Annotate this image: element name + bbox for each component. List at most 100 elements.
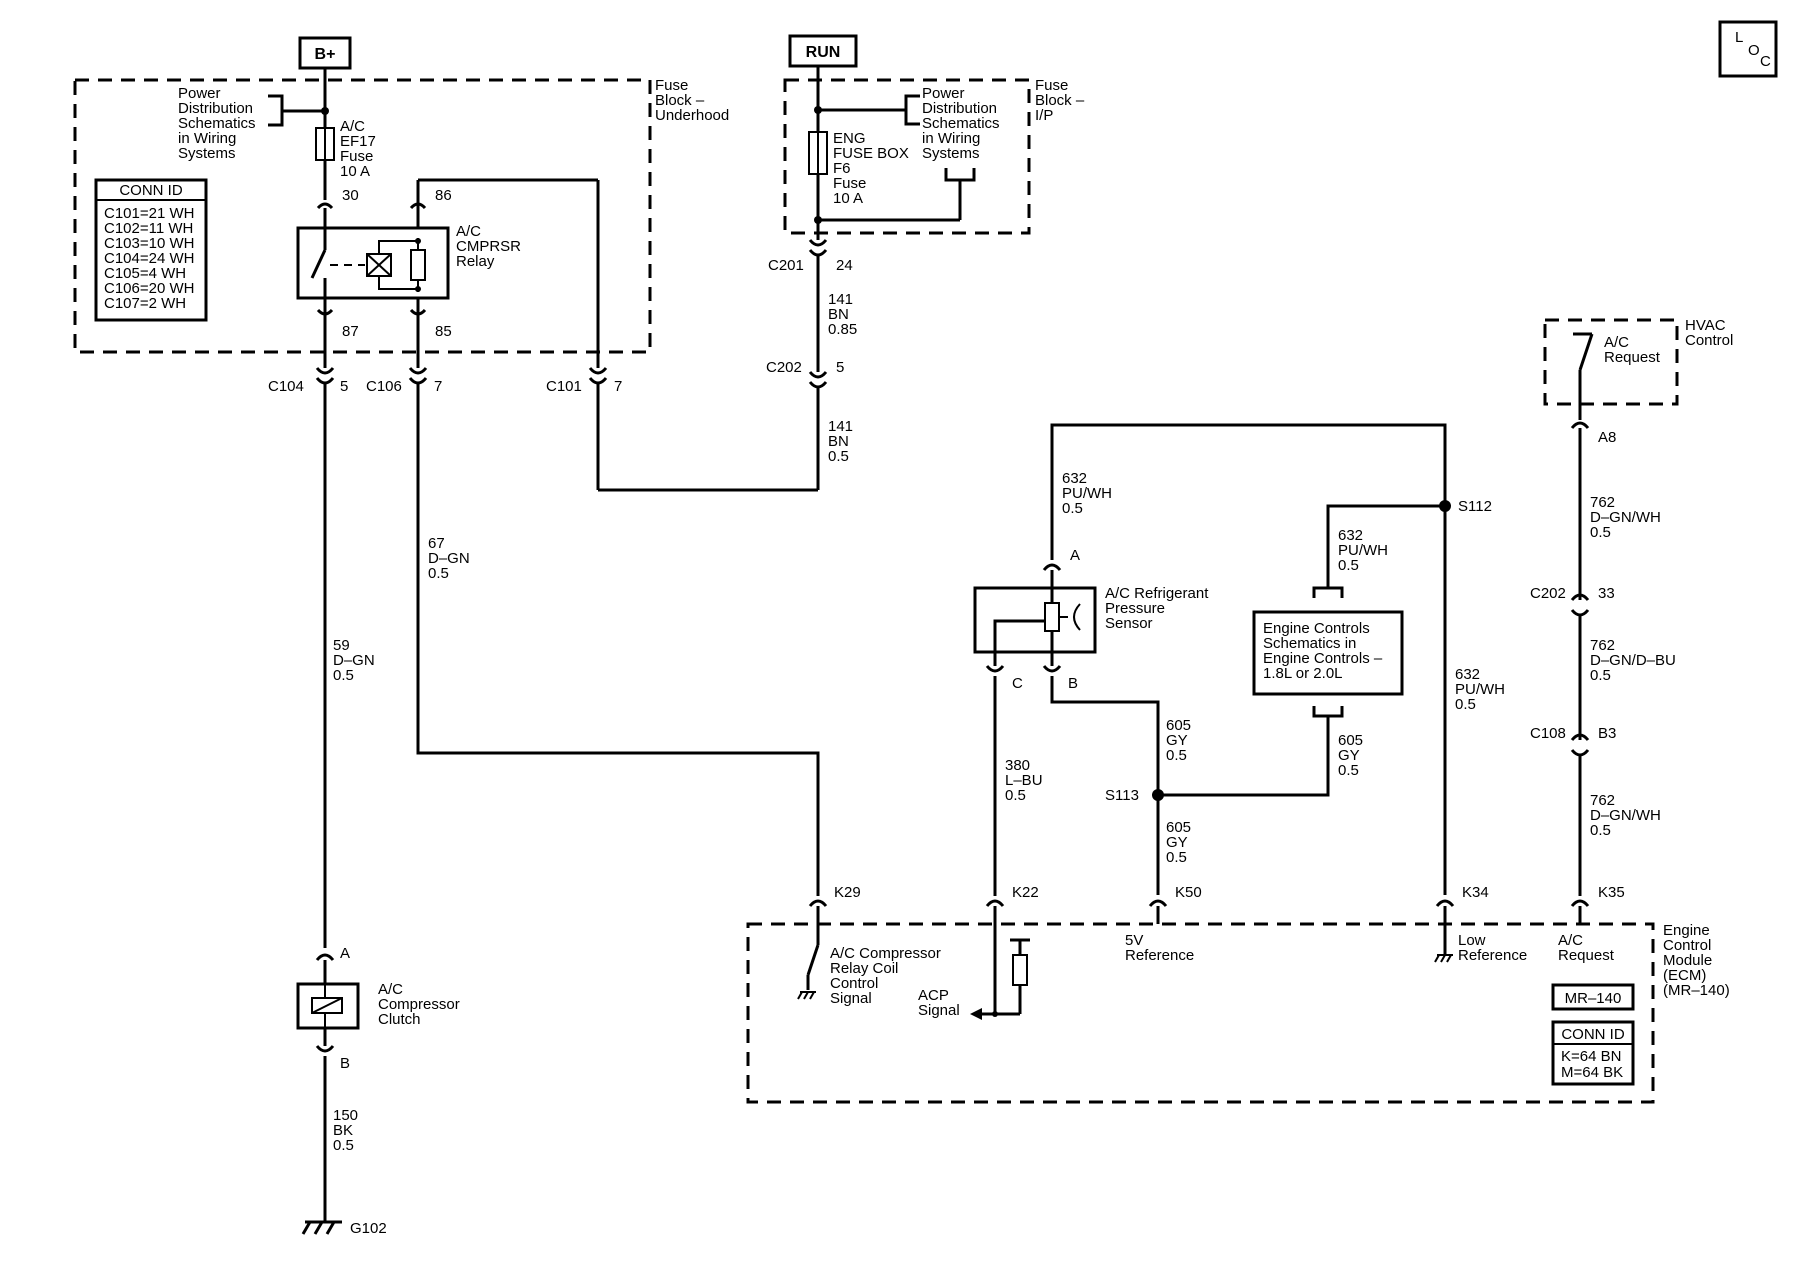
wire-380-lbu: 380 L–BU 0.5 — [1005, 757, 1043, 804]
svg-text:0.5: 0.5 — [1590, 524, 1611, 541]
connector-c108: C108 B3 — [1530, 725, 1616, 757]
wire-59-dgn: 59 D–GN 0.5 — [333, 637, 375, 684]
svg-text:BK: BK — [333, 1122, 353, 1139]
svg-text:Fuse: Fuse — [833, 175, 866, 192]
hvac-control-label: HVAC Control — [1685, 317, 1733, 349]
svg-text:0.5: 0.5 — [333, 667, 354, 684]
svg-text:33: 33 — [1598, 585, 1615, 602]
svg-text:59: 59 — [333, 637, 350, 654]
svg-text:87: 87 — [342, 323, 359, 340]
svg-text:C202: C202 — [766, 359, 802, 376]
ac-compressor-relay: 30 86 A/C CMPRSR Relay 87 85 — [296, 178, 598, 340]
svg-text:Fuse: Fuse — [340, 148, 373, 165]
connector-c202-pin33: C202 33 — [1530, 585, 1615, 617]
svg-text:Block –: Block – — [655, 92, 705, 109]
ecm-relay-coil-control-label: A/C Compressor Relay Coil Control Signal — [830, 945, 941, 1007]
svg-text:A/C: A/C — [456, 223, 481, 240]
ground-g102: G102 — [301, 1220, 387, 1237]
ecm-conn-id-table: CONN ID K=64 BN M=64 BK — [1551, 1020, 1635, 1086]
svg-text:Relay: Relay — [456, 253, 495, 270]
svg-text:380: 380 — [1005, 757, 1030, 774]
pin-k22: K22 — [970, 884, 1039, 1020]
svg-text:B: B — [1068, 675, 1078, 692]
svg-text:in Wiring: in Wiring — [178, 130, 236, 147]
svg-text:C106=20 WH: C106=20 WH — [104, 280, 194, 297]
svg-text:141: 141 — [828, 418, 853, 435]
svg-text:C104: C104 — [268, 378, 304, 395]
svg-text:CONN ID: CONN ID — [1561, 1026, 1625, 1043]
wire-141-bn-085: 141 BN 0.85 — [828, 291, 857, 338]
svg-text:Schematics: Schematics — [922, 115, 1000, 132]
svg-text:EF17: EF17 — [340, 133, 376, 150]
svg-text:Control: Control — [830, 975, 878, 992]
connector-c201: C201 24 — [768, 239, 853, 274]
svg-text:BN: BN — [828, 306, 849, 323]
svg-text:1.8L or 2.0L: 1.8L or 2.0L — [1263, 665, 1343, 682]
svg-text:A/C: A/C — [1604, 334, 1629, 351]
svg-text:0.5: 0.5 — [1005, 787, 1026, 804]
svg-text:Schematics in: Schematics in — [1263, 635, 1356, 652]
connector-c106: C106 7 — [366, 318, 442, 395]
svg-text:0.5: 0.5 — [1062, 500, 1083, 517]
svg-text:GY: GY — [1338, 747, 1360, 764]
svg-text:A/C Refrigerant: A/C Refrigerant — [1105, 585, 1209, 602]
wire-605-gy-c: 605 GY 0.5 — [1166, 819, 1191, 866]
wire-605-gy-b: 605 GY 0.5 — [1338, 732, 1363, 779]
hvac-control-module — [1543, 318, 1679, 406]
wire-150-bk: 150 BK 0.5 — [333, 1107, 358, 1154]
svg-text:A: A — [340, 945, 350, 962]
engine-controls-schematic-ref: Engine Controls Schematics in Engine Con… — [1252, 586, 1404, 718]
svg-text:Control: Control — [1663, 937, 1711, 954]
svg-text:C202: C202 — [1530, 585, 1566, 602]
ecm-module — [746, 922, 1655, 1104]
wire-762-dgnwh-a: 762 D–GN/WH 0.5 — [1590, 494, 1661, 541]
svg-text:A: A — [1070, 547, 1080, 564]
svg-text:I/P: I/P — [1035, 107, 1053, 124]
svg-text:Fuse: Fuse — [655, 77, 688, 94]
svg-text:Underhood: Underhood — [655, 107, 729, 124]
pin-k35: K35 A/C Request — [1558, 884, 1625, 964]
svg-text:BN: BN — [828, 433, 849, 450]
svg-text:141: 141 — [828, 291, 853, 308]
svg-text:MR–140: MR–140 — [1565, 990, 1622, 1007]
fuse-block-ip — [783, 78, 1031, 235]
svg-text:0.5: 0.5 — [1338, 762, 1359, 779]
svg-text:7: 7 — [614, 378, 622, 395]
svg-text:0.5: 0.5 — [1590, 822, 1611, 839]
svg-text:0.85: 0.85 — [828, 321, 857, 338]
svg-text:Reference: Reference — [1125, 947, 1194, 964]
svg-text:A/C: A/C — [340, 118, 365, 135]
splice-s113: S113 — [1105, 787, 1139, 804]
svg-text:F6: F6 — [833, 160, 851, 177]
svg-text:5: 5 — [836, 359, 844, 376]
ac-compressor-clutch: A A/C Compressor Clutch B — [296, 945, 460, 1072]
svg-text:K50: K50 — [1175, 884, 1202, 901]
svg-text:10 A: 10 A — [340, 163, 370, 180]
loc-icon: L O C — [1718, 20, 1778, 78]
pin-k50: K50 5V Reference — [1125, 884, 1202, 964]
svg-text:Engine: Engine — [1663, 922, 1710, 939]
svg-text:CONN ID: CONN ID — [119, 182, 183, 199]
connector-c202-pin5: C202 5 — [766, 359, 844, 389]
svg-text:K29: K29 — [834, 884, 861, 901]
svg-text:Relay Coil: Relay Coil — [830, 960, 898, 977]
svg-text:Fuse: Fuse — [1035, 77, 1068, 94]
svg-text:C201: C201 — [768, 257, 804, 274]
svg-text:D–GN: D–GN — [333, 652, 375, 669]
svg-text:Clutch: Clutch — [378, 1011, 421, 1028]
svg-text:L–BU: L–BU — [1005, 772, 1043, 789]
connector-c101: C101 7 — [546, 367, 622, 395]
svg-text:632: 632 — [1062, 470, 1087, 487]
svg-text:PU/WH: PU/WH — [1455, 681, 1505, 698]
svg-text:Pressure: Pressure — [1105, 600, 1165, 617]
svg-text:Sensor: Sensor — [1105, 615, 1153, 632]
svg-text:GY: GY — [1166, 834, 1188, 851]
ac-ef17-fuse: A/C EF17 Fuse 10 A — [315, 118, 376, 180]
svg-text:C107=2 WH: C107=2 WH — [104, 295, 186, 312]
pin-k29: K29 — [797, 884, 861, 1000]
svg-text:605: 605 — [1166, 819, 1191, 836]
wire-632-puwh-c: 632 PU/WH 0.5 — [1455, 666, 1505, 713]
svg-text:K35: K35 — [1598, 884, 1625, 901]
ecm-mr140-badge: MR–140 — [1551, 983, 1635, 1011]
svg-text:GY: GY — [1166, 732, 1188, 749]
